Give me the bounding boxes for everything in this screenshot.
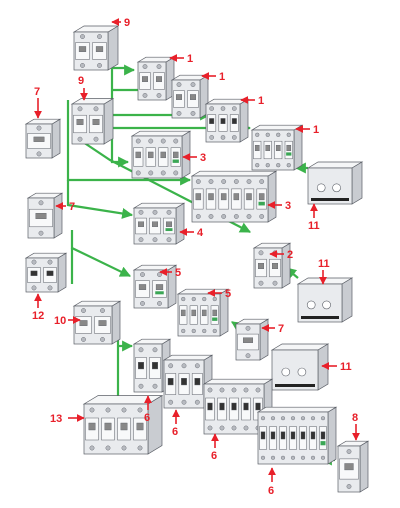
device-10 [74,301,120,344]
label-4: 4 [197,227,204,239]
label-2: 2 [287,249,293,261]
device-11a [308,162,362,204]
device-3a [132,131,190,178]
label-6c: 6 [211,450,217,462]
label-11a: 11 [308,220,320,232]
device-8 [338,441,368,492]
label-7a: 7 [34,86,40,98]
device-1c [206,99,248,142]
label-9-lower: 9 [78,75,84,87]
label-10: 10 [54,315,66,327]
label-1a: 1 [187,53,193,65]
label-9-top: 9 [124,17,130,29]
label-6b: 6 [172,426,178,438]
label-11b: 11 [318,258,330,270]
label-6a: 6 [144,412,150,424]
device-9-top [74,26,118,70]
device-7c [236,319,268,360]
device-5b [178,289,228,336]
device-6d [258,407,336,464]
label-8: 8 [352,412,358,424]
device-3b [192,171,276,222]
device-1d [252,125,302,170]
device-1a [138,57,174,100]
device-9-lower [72,99,113,144]
label-12: 12 [32,310,44,322]
label-11c: 11 [340,361,352,373]
device-13 [84,396,162,454]
label-5b: 5 [225,288,231,300]
device-11b [298,278,352,322]
device-4 [134,203,184,244]
device-7a [26,119,60,158]
label-6d: 6 [268,485,274,497]
device-2 [254,243,290,288]
label-1b: 1 [219,71,225,83]
label-7c: 7 [278,323,284,335]
device-11c [272,344,328,390]
devices [26,26,368,492]
label-3b: 3 [285,200,291,212]
label-1c: 1 [258,95,264,107]
label-13: 13 [50,413,62,425]
device-12 [26,253,66,292]
label-1d: 1 [313,124,319,136]
device-1b [172,75,208,118]
label-5a: 5 [175,267,181,279]
device-7b [28,193,62,238]
label-3a: 3 [200,152,206,164]
label-7b: 7 [69,201,75,213]
